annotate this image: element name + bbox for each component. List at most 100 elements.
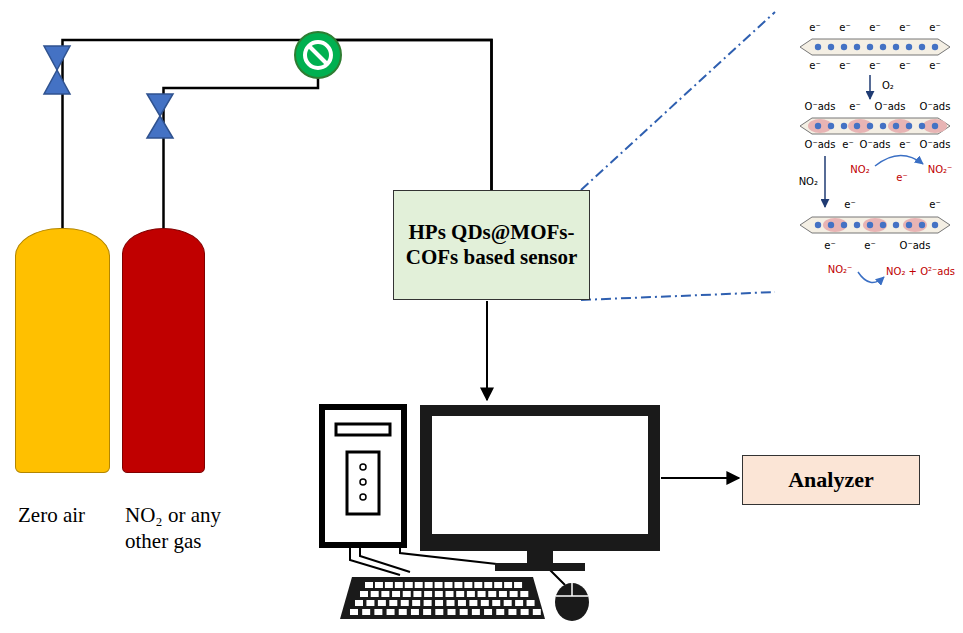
keyboard-key xyxy=(472,609,480,615)
adsorbed-oxygen xyxy=(863,218,887,232)
keyboard-key xyxy=(494,582,502,588)
mechanism-label: e⁻ xyxy=(842,139,853,151)
keyboard-key xyxy=(488,591,496,597)
keyboard-key xyxy=(456,591,464,597)
keyboard-key xyxy=(425,582,433,588)
box-label: HPs QDs@MOFs-COFs based sensor xyxy=(394,220,589,270)
computer-monitor xyxy=(527,551,553,563)
adsorbed-oxygen xyxy=(903,218,927,232)
keyboard-key xyxy=(478,591,486,597)
mouse xyxy=(555,583,589,621)
keyboard-key xyxy=(355,600,363,606)
keyboard-key xyxy=(514,582,522,588)
keyboard-key xyxy=(378,600,386,606)
keyboard-key xyxy=(424,600,432,606)
valve-symbol xyxy=(44,46,70,70)
keyboard-key xyxy=(467,591,475,597)
shutoff-valve-symbol xyxy=(295,32,341,78)
active-site xyxy=(880,44,886,50)
mechanism-label: NO₂ xyxy=(799,176,818,188)
keyboard-key xyxy=(454,582,462,588)
flow-arrows xyxy=(486,301,488,400)
material-strip xyxy=(800,118,950,134)
active-site xyxy=(815,44,821,50)
mechanism-label: NO₂ xyxy=(850,164,869,176)
keyboard-key xyxy=(405,582,413,588)
keyboard-key xyxy=(399,609,407,615)
adsorbed-oxygen xyxy=(823,218,847,232)
active-site xyxy=(906,222,912,228)
keyboard-key xyxy=(362,609,370,615)
active-site xyxy=(919,44,925,50)
mechanism-label: e⁻ xyxy=(809,60,820,72)
keyboard-key xyxy=(504,582,512,588)
keyboard-key xyxy=(366,600,374,606)
mechanism-label: O⁻ads xyxy=(900,240,931,252)
shutoff-valve-symbol xyxy=(295,32,341,78)
valve-symbol xyxy=(147,94,173,116)
computer-tower xyxy=(360,494,366,500)
computer-monitor xyxy=(420,405,660,571)
keyboard xyxy=(340,577,545,619)
keyboard-key xyxy=(446,591,454,597)
mechanism-label: O₂ xyxy=(882,80,894,92)
keyboard-key xyxy=(533,609,541,615)
cylinder-label: NO₂ or any other gas xyxy=(125,502,237,555)
keyboard-key xyxy=(508,609,516,615)
active-site xyxy=(815,222,821,228)
active-site xyxy=(932,44,938,50)
mechanism-label: e⁻ xyxy=(864,240,875,252)
active-site xyxy=(932,123,938,129)
keyboard-key xyxy=(499,591,507,597)
computer-tower xyxy=(360,464,366,470)
keyboard-key xyxy=(458,600,466,606)
active-site xyxy=(828,123,834,129)
active-site xyxy=(828,222,834,228)
active-site xyxy=(893,123,899,129)
computer-tower xyxy=(336,424,390,435)
keyboard-key xyxy=(387,609,395,615)
keyboard-key xyxy=(423,609,431,615)
computer-monitor xyxy=(432,416,648,534)
material-strip xyxy=(800,217,950,233)
keyboard-key xyxy=(460,609,468,615)
keyboard-key xyxy=(424,591,432,597)
keyboard-key xyxy=(350,609,358,615)
keyboard-key xyxy=(469,600,477,606)
keyboard-key xyxy=(374,609,382,615)
mechanism-label: e⁻ xyxy=(849,101,860,113)
keyboard-key xyxy=(520,591,528,597)
zoom-lines xyxy=(581,292,775,300)
active-site xyxy=(841,222,847,228)
keyboard-key xyxy=(435,600,443,606)
zoom-lines xyxy=(581,12,775,190)
cylinder-label: Zero air xyxy=(18,502,130,528)
active-site xyxy=(906,44,912,50)
keyboard-key xyxy=(403,591,411,597)
mechanism-label: O⁻ads xyxy=(860,139,891,151)
keyboard-key xyxy=(515,600,523,606)
computer-tower xyxy=(322,407,404,545)
mechanism-label: e⁻ xyxy=(809,22,820,34)
valve-symbol xyxy=(44,46,173,138)
mechanism-label: e⁻ xyxy=(844,199,855,211)
keyboard-key xyxy=(496,609,504,615)
sensor-box: HPs QDs@MOFs-COFs based sensor xyxy=(393,190,590,300)
keyboard-key xyxy=(412,600,420,606)
active-site xyxy=(919,222,925,228)
mouse xyxy=(571,583,573,596)
flow-arrows xyxy=(661,477,739,479)
active-site xyxy=(880,123,886,129)
keyboard-key xyxy=(481,600,489,606)
keyboard-key xyxy=(385,582,393,588)
keyboard-key xyxy=(375,582,383,588)
mouse xyxy=(555,583,589,621)
mechanism-label: e⁻ xyxy=(929,60,940,72)
active-site xyxy=(893,44,899,50)
sensing-mechanism xyxy=(800,39,950,282)
mechanism-label: e⁻ xyxy=(824,240,835,252)
gas-cylinder: NO₂ or any other gas xyxy=(122,228,205,473)
mechanism-label: O⁻ads xyxy=(805,101,836,113)
reaction-arrow xyxy=(875,155,923,166)
mechanism-label: NO₂ + O²⁻ads xyxy=(886,266,955,278)
